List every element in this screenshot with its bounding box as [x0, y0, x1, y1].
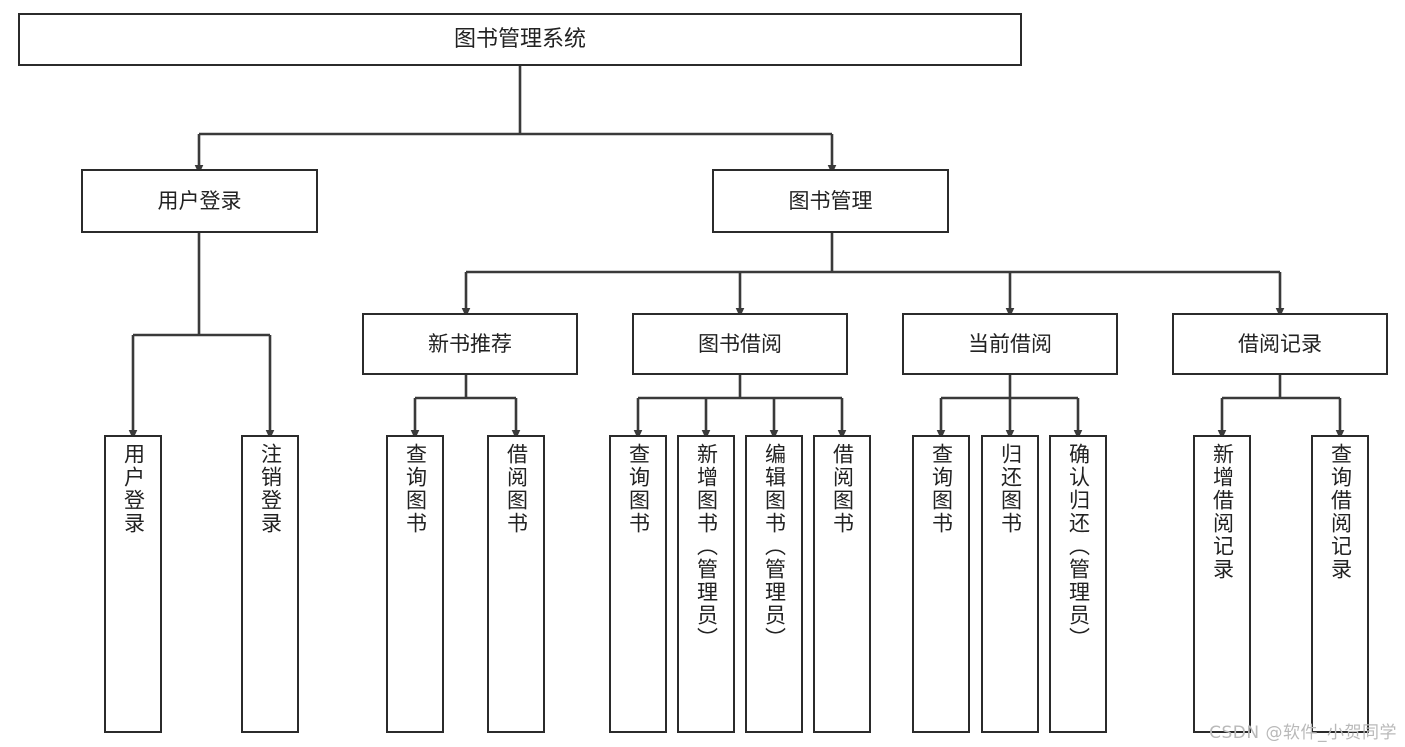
node-label: 编辑图书（管理员）: [762, 443, 787, 650]
node-root-book-management-system[interactable]: 图书管理系统: [18, 13, 1022, 66]
node-label: 借阅图书: [830, 443, 855, 535]
node-label: 用户登录: [121, 443, 146, 535]
node-leaf-return-book[interactable]: 归还图书: [981, 435, 1039, 733]
node-book-management[interactable]: 图书管理: [712, 169, 949, 233]
node-new-book-recommend[interactable]: 新书推荐: [362, 313, 578, 375]
node-current-borrow[interactable]: 当前借阅: [902, 313, 1118, 375]
node-label: 新增图书（管理员）: [694, 443, 719, 650]
node-leaf-confirm-return-admin[interactable]: 确认归还（管理员）: [1049, 435, 1107, 733]
node-leaf-logout[interactable]: 注销登录: [241, 435, 299, 733]
node-label: 借阅记录: [1238, 331, 1322, 356]
node-borrow-record[interactable]: 借阅记录: [1172, 313, 1388, 375]
node-leaf-query-book-borrow[interactable]: 查询图书: [609, 435, 667, 733]
node-leaf-user-login[interactable]: 用户登录: [104, 435, 162, 733]
node-book-borrow[interactable]: 图书借阅: [632, 313, 848, 375]
node-label: 注销登录: [258, 443, 283, 535]
node-label: 图书管理系统: [453, 26, 586, 52]
node-label: 图书管理: [788, 188, 873, 213]
node-label: 归还图书: [998, 443, 1023, 535]
node-leaf-edit-book-admin[interactable]: 编辑图书（管理员）: [745, 435, 803, 733]
node-label: 新增借阅记录: [1210, 443, 1235, 581]
node-label: 当前借阅: [968, 331, 1052, 356]
node-leaf-query-book-newbook[interactable]: 查询图书: [386, 435, 444, 733]
node-leaf-add-book-admin[interactable]: 新增图书（管理员）: [677, 435, 735, 733]
node-leaf-query-borrow-record[interactable]: 查询借阅记录: [1311, 435, 1369, 733]
node-label: 新书推荐: [428, 331, 512, 356]
node-leaf-borrow-book-newbook[interactable]: 借阅图书: [487, 435, 545, 733]
node-label: 查询借阅记录: [1328, 443, 1353, 581]
node-label: 借阅图书: [504, 443, 529, 535]
node-label: 查询图书: [626, 443, 651, 535]
node-leaf-borrow-book[interactable]: 借阅图书: [813, 435, 871, 733]
node-leaf-query-book-current[interactable]: 查询图书: [912, 435, 970, 733]
node-label: 图书借阅: [698, 331, 782, 356]
node-leaf-add-borrow-record[interactable]: 新增借阅记录: [1193, 435, 1251, 733]
node-label: 查询图书: [403, 443, 428, 535]
node-user-login[interactable]: 用户登录: [81, 169, 318, 233]
watermark-text: CSDN @软件_小贺同学: [1209, 723, 1397, 743]
node-label: 查询图书: [929, 443, 954, 535]
node-label: 用户登录: [157, 188, 242, 213]
node-label: 确认归还（管理员）: [1066, 443, 1091, 650]
